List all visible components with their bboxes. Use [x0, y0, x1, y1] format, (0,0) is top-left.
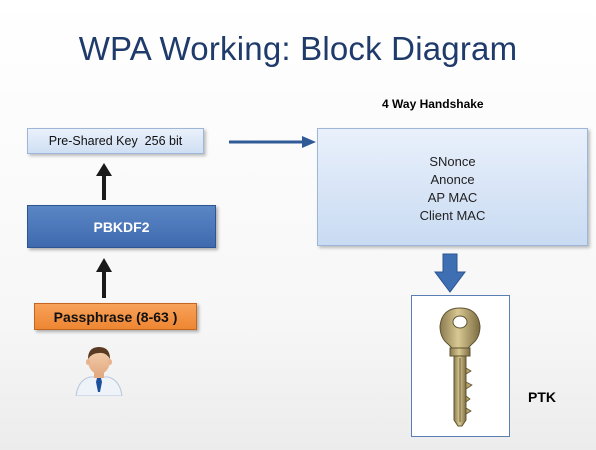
handshake-item-anonce: Anonce: [430, 172, 475, 187]
arrow-pbkdf2-to-psk: [96, 163, 112, 200]
passphrase-block: Passphrase (8-63 ): [34, 303, 197, 330]
user-icon: [75, 347, 123, 396]
handshake-block: SNonce Anonce AP MAC Client MAC: [317, 128, 588, 246]
handshake-item-ap-mac: AP MAC: [427, 190, 478, 205]
handshake-item-snonce: SNonce: [429, 154, 476, 169]
page-title: WPA Working: Block Diagram: [78, 30, 518, 67]
arrow-passphrase-to-pbkdf2: [96, 258, 112, 298]
pbkdf2-label: PBKDF2: [93, 218, 150, 235]
handshake-item-client-mac: Client MAC: [419, 208, 486, 223]
ptk-label: PTK: [528, 389, 556, 405]
handshake-title: 4 Way Handshake: [382, 97, 484, 111]
arrow-handshake-to-ptk: [434, 253, 466, 293]
pre-shared-key-block: Pre-Shared Key 256 bit: [27, 128, 204, 154]
passphrase-label: Passphrase (8-63 ): [53, 308, 178, 325]
arrow-psk-to-handshake: [229, 136, 316, 148]
key-icon: [439, 307, 481, 427]
pbkdf2-block: PBKDF2: [27, 205, 216, 248]
pre-shared-key-label: Pre-Shared Key 256 bit: [48, 134, 183, 148]
ptk-key-frame: [411, 295, 510, 437]
